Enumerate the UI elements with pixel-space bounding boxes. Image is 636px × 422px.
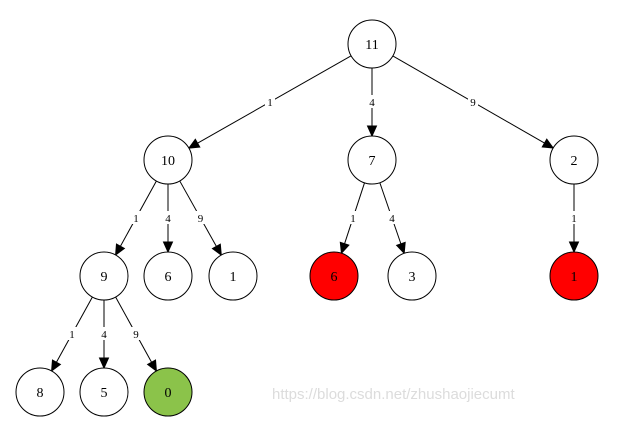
node-circle [79,251,129,301]
edge-n9-n5: 4 [98,300,110,370]
edge-n10-n9: 1 [115,180,157,257]
node-label: 1 [230,270,237,285]
node-circle [143,251,193,301]
arrowhead-icon [568,241,580,254]
edge-n11-n7: 4 [366,68,378,138]
edge-label: 1 [350,213,356,225]
edge-label-background [348,211,358,224]
node-n3: 3 [387,251,437,301]
node-circle [387,251,437,301]
node-n0: 0 [143,367,193,417]
node-n7: 7 [347,135,397,185]
node-circle [347,135,397,185]
node-n1b: 1 [549,251,599,301]
arrowhead-icon [541,138,555,149]
node-circle [79,367,129,417]
node-n1a: 1 [208,251,258,301]
node-label: 10 [161,154,175,169]
edge-label-background [99,327,109,340]
edge-n11-n2: 9 [392,55,555,149]
node-circle [15,367,65,417]
edge-label-background [131,327,141,340]
arrowhead-icon [115,243,126,257]
node-n10: 10 [143,135,193,185]
arrowhead-icon [187,138,201,149]
node-n11: 11 [347,19,397,69]
edge-n9-n0: 9 [115,296,157,373]
arrowhead-icon [366,125,378,138]
node-circle [549,251,599,301]
edge-label: 4 [165,213,171,225]
edge-label-background [387,211,397,224]
arrowhead-icon [146,359,157,373]
edge-n2-n1b: 1 [568,184,580,254]
node-circle [549,135,599,185]
node-circle [143,367,193,417]
node-label: 9 [101,270,108,285]
edge-label-background [131,211,141,224]
edge-label: 4 [389,213,395,225]
node-circle [143,135,193,185]
node-label: 2 [571,154,578,169]
node-circle [347,19,397,69]
edge-label: 4 [369,97,375,109]
edge-label-background [468,95,478,108]
edge-label: 9 [470,97,476,109]
arrowhead-icon [162,241,174,254]
edge-n10-n6a: 4 [162,184,174,254]
edge-label-background [195,211,206,224]
edge-label: 1 [69,329,75,341]
edge-label: 9 [198,213,204,225]
node-n5: 5 [79,367,129,417]
node-circle [309,251,359,301]
edge-n9-n8: 1 [51,296,93,373]
node-n6b: 6 [309,251,359,301]
arrowhead-icon [211,243,222,257]
node-label: 5 [101,386,108,401]
edge-label: 1 [133,213,139,225]
node-label: 1 [571,270,578,285]
node-n8: 8 [15,367,65,417]
edge-n10-n1a: 9 [179,180,222,257]
edge-label-background [163,211,173,224]
arrowhead-icon [339,241,350,255]
edge-label: 4 [101,329,107,341]
edge-n7-n6b: 1 [339,182,366,255]
arrowhead-icon [51,359,62,373]
node-label: 11 [365,38,378,53]
edge-label: 1 [267,97,273,109]
arrowhead-icon [98,357,110,370]
edge-n7-n3: 4 [379,182,406,255]
node-n2: 2 [549,135,599,185]
edge-label-background [265,95,275,108]
node-label: 6 [165,270,172,285]
edge-n11-n10: 1 [187,55,352,149]
node-label: 6 [331,270,338,285]
node-n6a: 6 [143,251,193,301]
arrowhead-icon [395,241,406,255]
edge-label-background [367,95,377,108]
node-n9: 9 [79,251,129,301]
watermark: https://blog.csdn.net/zhushaojiecumt [272,386,515,403]
node-label: 0 [165,386,172,401]
edge-label-background [569,211,579,224]
edge-label: 1 [571,213,577,225]
node-label: 7 [369,154,376,169]
node-label: 3 [409,270,416,285]
node-circle [208,251,258,301]
node-label: 8 [37,386,44,401]
edge-label-background [67,327,77,340]
edge-label: 9 [133,329,139,341]
